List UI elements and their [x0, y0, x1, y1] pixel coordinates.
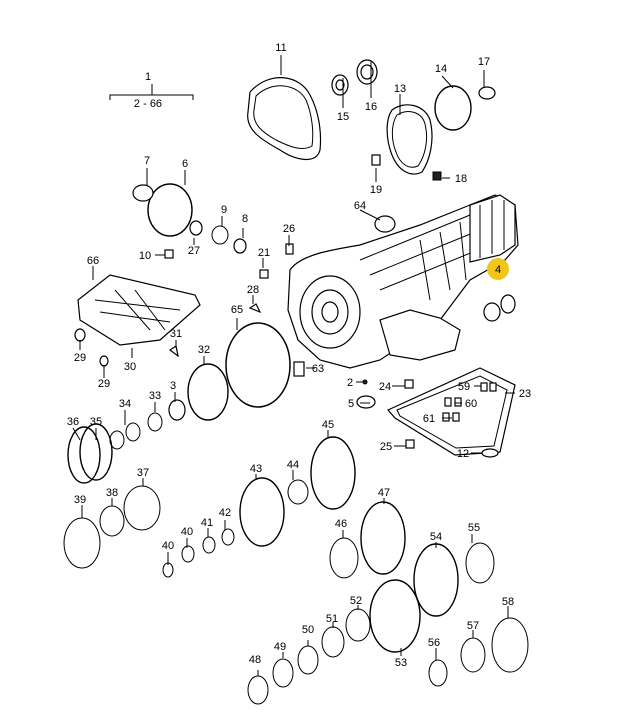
callout-31: 31	[170, 328, 182, 340]
callout-50: 49	[274, 641, 286, 653]
callout-15: 15	[337, 111, 349, 123]
highlight-marker	[487, 258, 509, 280]
gasket-13	[386, 104, 433, 175]
callout-44: 43	[250, 463, 262, 475]
callout-58: 57	[467, 620, 479, 632]
callout-33: 33	[149, 390, 161, 402]
callout-57: 56	[428, 637, 440, 649]
callout-25: 26	[283, 223, 295, 235]
callout-24: 25	[380, 441, 392, 453]
callout-4: 4	[495, 264, 501, 276]
callout-17: 17	[478, 56, 490, 68]
callout-10: 10	[139, 250, 151, 262]
callout-60: 59	[458, 381, 470, 393]
callout-52: 51	[326, 613, 338, 625]
callout-18: 18	[455, 173, 467, 185]
callout-labels: 11 15 16 13 14 17 18 19 7 6 9 8 27 10 21…	[67, 42, 531, 669]
group-header: 1 2 - 66	[109, 71, 194, 110]
callout-14: 14	[435, 63, 447, 75]
callout-47: 46	[335, 518, 347, 530]
callout-7: 7	[144, 155, 150, 167]
callout-48: 47	[378, 487, 390, 499]
callout-13: 13	[394, 83, 406, 95]
callout-16: 16	[365, 101, 377, 113]
callout-34: 34	[119, 398, 131, 410]
callout-45: 44	[287, 459, 299, 471]
group-range: 2 - 66	[134, 98, 162, 110]
callout-41: 40	[181, 526, 193, 538]
callout-28: 29	[74, 352, 86, 364]
callout-51: 50	[302, 624, 314, 636]
leader-lines	[72, 55, 515, 676]
callout-61: 60	[465, 398, 477, 410]
cover-gasket-11	[247, 77, 322, 160]
callout-64: 63	[312, 363, 324, 375]
callout-37: 37	[137, 467, 149, 479]
callout-38: 38	[106, 487, 118, 499]
callout-42: 41	[201, 517, 213, 529]
callout-49: 48	[249, 654, 261, 666]
callout-59: 58	[502, 596, 514, 608]
callout-30: 30	[124, 361, 136, 373]
callout-62: 61	[423, 413, 435, 425]
callout-66: 66	[87, 255, 99, 267]
callout-11: 11	[275, 42, 286, 54]
callout-56: 55	[468, 522, 480, 534]
callout-35: 35	[90, 416, 102, 428]
callout-43: 42	[219, 507, 231, 519]
callout-63: 64	[354, 200, 366, 212]
group-label: 1	[145, 71, 151, 83]
callout-19: 19	[370, 184, 382, 196]
callout-39: 39	[74, 494, 86, 506]
callout-5: 5	[348, 398, 354, 410]
callout-65: 65	[231, 304, 243, 316]
callout-8: 8	[242, 213, 248, 225]
valve-body-30	[77, 274, 201, 346]
callout-21: 21	[258, 247, 270, 259]
callout-29b: 29	[98, 378, 110, 390]
callout-36: 36	[67, 416, 79, 428]
callout-2: 2	[347, 377, 353, 389]
callout-3: 3	[170, 380, 176, 392]
callout-40b: 40	[162, 540, 174, 552]
callout-22: 23	[519, 388, 531, 400]
callout-12: 12	[457, 448, 469, 460]
callout-27: 28	[247, 284, 259, 296]
callout-26: 27	[188, 245, 200, 257]
callout-55: 54	[430, 531, 442, 543]
callout-54: 53	[395, 657, 407, 669]
seals-15-16	[331, 59, 378, 96]
callout-46: 45	[322, 419, 334, 431]
callout-32: 32	[198, 344, 210, 356]
callout-23: 24	[379, 381, 391, 393]
callout-9: 9	[221, 204, 227, 216]
callout-6: 6	[182, 158, 188, 170]
callout-53: 52	[350, 595, 362, 607]
transmission-housing	[287, 194, 519, 369]
